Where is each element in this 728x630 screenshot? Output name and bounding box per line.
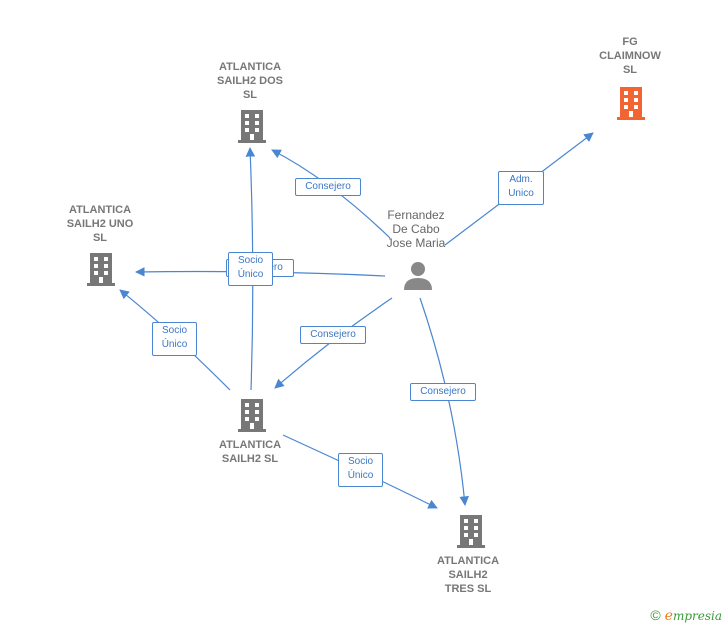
- brand-first-letter: e: [664, 608, 673, 624]
- node-label-dos[interactable]: ATLANTICA SAILH2 DOS SL: [216, 61, 283, 101]
- copyright-icon: ©: [650, 607, 661, 623]
- brand-logo: ©empresia: [650, 607, 722, 624]
- edge-person-tres: [419, 297, 469, 506]
- node-label-tres[interactable]: ATLANTICA SAILH2 TRES SL: [436, 555, 500, 595]
- edge-label-person-fg: Adm. Unico: [498, 171, 544, 205]
- edge-label-person-main: Consejero: [300, 326, 366, 344]
- building-icon[interactable]: [87, 253, 115, 286]
- building-icon[interactable]: [238, 110, 266, 143]
- person-icon[interactable]: [404, 262, 432, 290]
- node-label-person[interactable]: Fernandez De Cabo Jose Maria: [386, 208, 446, 250]
- edge-label-main-dos: Socio Único: [228, 252, 273, 286]
- brand-name: mpresia: [672, 609, 722, 623]
- node-label-uno[interactable]: ATLANTICA SAILH2 UNO SL: [66, 204, 134, 244]
- edge-label-person-dos: Consejero: [295, 178, 361, 196]
- node-label-main[interactable]: ATLANTICA SAILH2 SL: [218, 439, 282, 465]
- building-icon[interactable]: [238, 399, 266, 432]
- building-icon[interactable]: [617, 87, 645, 120]
- edge-label-main-uno: Socio Único: [152, 322, 197, 356]
- edge-label-main-tres: Socio Único: [338, 453, 383, 487]
- edge-label-person-tres: Consejero: [410, 383, 476, 401]
- node-label-fg[interactable]: FG CLAIMNOW SL: [599, 36, 661, 76]
- building-icon[interactable]: [457, 515, 485, 548]
